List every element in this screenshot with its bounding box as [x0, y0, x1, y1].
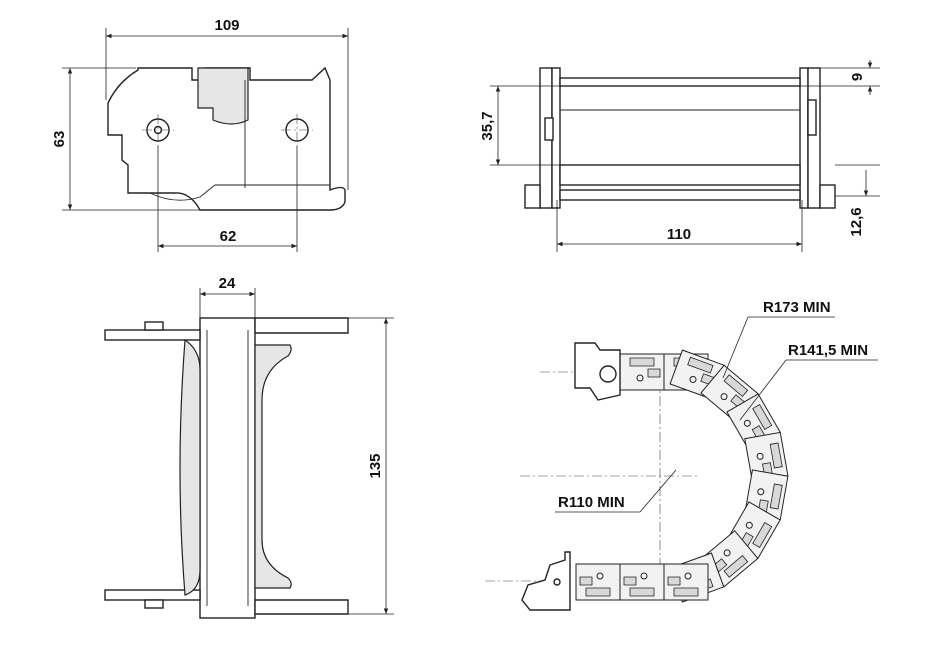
dim-side-top: 9 [849, 73, 866, 81]
dim-front-width: 109 [214, 17, 239, 34]
chain-link [663, 563, 709, 601]
dim-hole-spacing: 62 [220, 228, 237, 245]
chain-link [744, 431, 789, 483]
dim-front-height: 63 [51, 131, 68, 148]
chain-links [575, 349, 789, 603]
chain-link [619, 353, 665, 391]
chain-link [619, 563, 665, 601]
dim-side-inner-height: 35,7 [479, 111, 496, 140]
dim-side-width: 110 [667, 226, 691, 243]
label-radius-mid: R141,5 MIN [788, 342, 868, 359]
chain-view: R173 MIN R141,5 MIN R110 MIN [485, 299, 878, 611]
label-radius-outer: R173 MIN [763, 299, 831, 316]
label-radius-inner: R110 MIN [558, 494, 625, 511]
front-view: 109 63 62 [51, 17, 349, 252]
top-view: 24 135 [104, 275, 394, 619]
side-view: 9 35,7 12,6 110 [479, 60, 880, 252]
dim-top-width: 24 [219, 275, 236, 292]
dim-top-length: 135 [367, 453, 384, 478]
dim-side-bottom: 12,6 [848, 207, 865, 236]
chain-link [575, 563, 621, 601]
